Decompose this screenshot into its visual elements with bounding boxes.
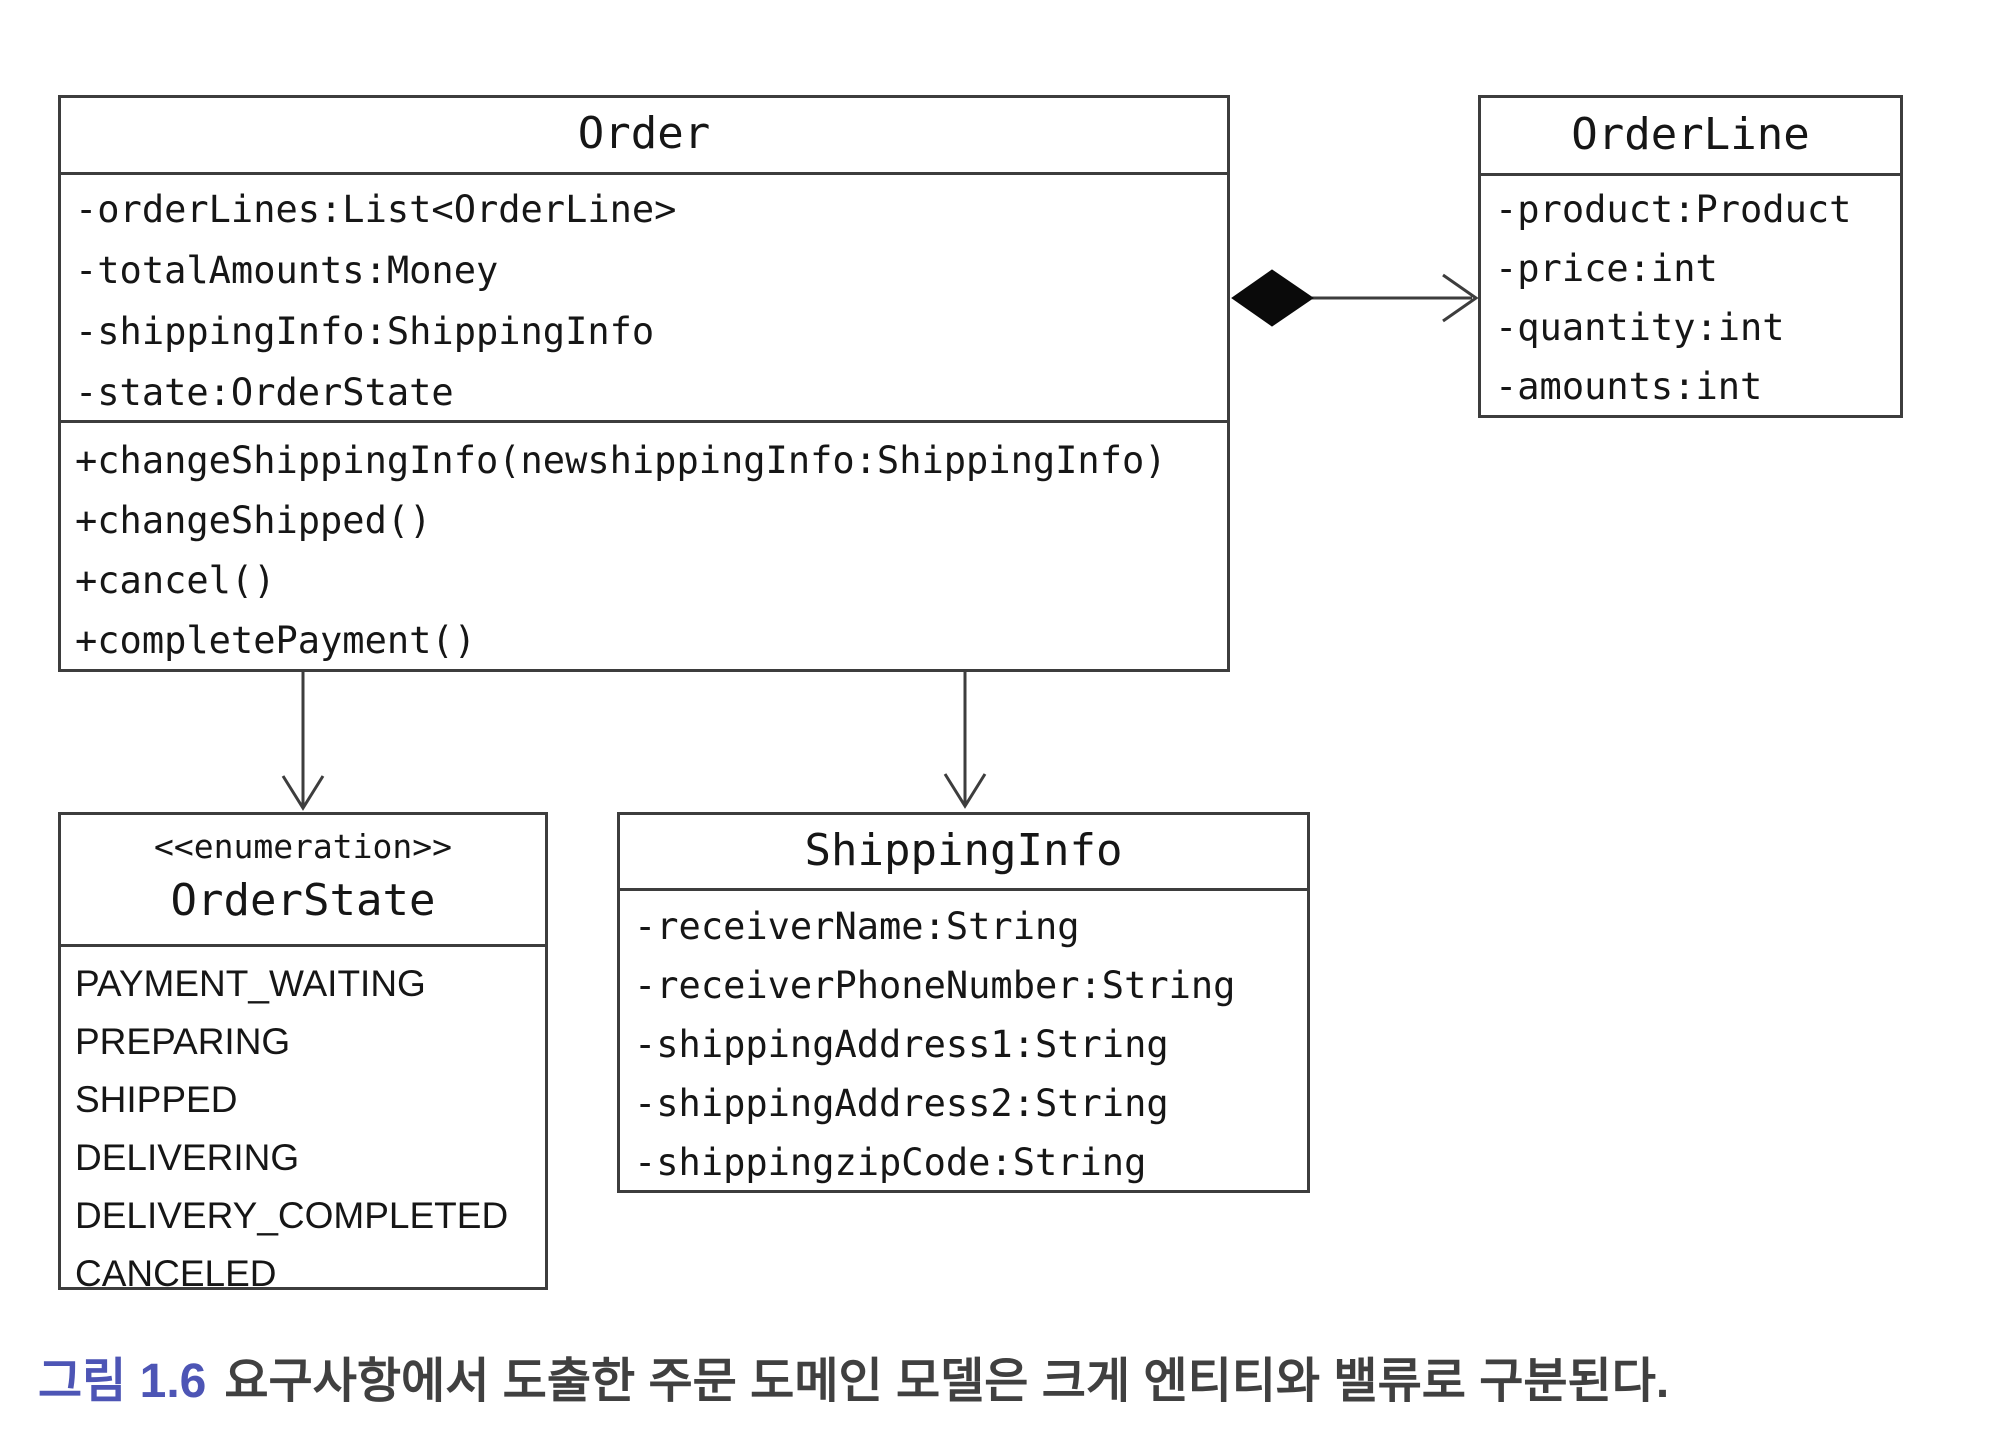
method-row: +changeShippingInfo(newshippingInfo:Ship…	[75, 439, 1167, 482]
class-shippinginfo: ShippingInfo -receiverName:String-receiv…	[617, 812, 1310, 1193]
figure-caption-label: 그림 1.6	[38, 1355, 207, 1408]
arrowhead-icon-orderstate	[281, 775, 325, 811]
class-order-attributes: -orderLines:List<OrderLine> -totalAmounts…	[61, 175, 1227, 420]
attribute-row: -shippingAddress2:String	[634, 1082, 1169, 1125]
enum-orderstate-header: <<enumeration>> OrderState	[61, 821, 545, 947]
attribute-row: -product:Product	[1495, 188, 1852, 231]
class-orderline: OrderLine -product:Product -price:int -qua…	[1478, 95, 1903, 418]
attribute-row: -receiverName:String	[634, 905, 1080, 948]
attribute-row: -receiverPhoneNumber:String	[634, 964, 1236, 1007]
enum-orderstate-values: PAYMENT_WAITING PREPARING SHIPPED DELIVERIN…	[61, 947, 545, 1296]
composition-diamond-icon	[1231, 269, 1314, 327]
class-shippinginfo-attributes: -receiverName:String -receiverPhoneNumber…	[620, 891, 1307, 1190]
enum-value-row: PREPARING	[75, 1021, 291, 1062]
arrowhead-icon-shippinginfo	[943, 773, 987, 809]
arrowhead-icon-orderline	[1442, 273, 1479, 323]
enum-stereotype: <<enumeration>>	[153, 827, 452, 866]
attribute-row: -quantity:int	[1495, 306, 1785, 349]
enum-value-row: PAYMENT_WAITING	[75, 963, 426, 1004]
attribute-row: -shippingInfo:ShippingInfo	[75, 310, 655, 353]
figure-caption: 그림 1.6 요구사항에서 도출한 주문 도메인 모델은 크게 엔티티와 밸류로 …	[38, 1352, 1669, 1412]
attribute-row: -state:OrderState	[75, 371, 454, 414]
enum-orderstate: <<enumeration>> OrderState PAYMENT_WAITI…	[58, 812, 548, 1294]
attribute-row: -shippingzipCode:String	[634, 1141, 1147, 1184]
enum-value-row: SHIPPED	[75, 1079, 238, 1120]
class-shippinginfo-title: ShippingInfo	[620, 815, 1307, 891]
method-row: +changeShipped()	[75, 499, 432, 542]
attribute-row: -totalAmounts:Money	[75, 249, 499, 292]
attribute-row: -shippingAddress1:String	[634, 1023, 1169, 1066]
class-orderline-attributes: -product:Product -price:int -quantity:int -…	[1481, 176, 1900, 415]
class-order-title: Order	[61, 98, 1227, 175]
method-row: +cancel()	[75, 559, 276, 602]
method-row: +completePayment()	[75, 619, 476, 662]
class-order: Order -orderLines:List<OrderLine> -totalA…	[58, 95, 1230, 672]
enum-value-row: CANCELED	[75, 1253, 277, 1294]
class-order-methods: +changeShippingInfo(newshippingInfo:Ship…	[61, 420, 1227, 669]
enum-orderstate-title: OrderState	[170, 875, 436, 926]
figure-caption-text: 요구사항에서 도출한 주문 도메인 모델은 크게 엔티티와 밸류로 구분된다.	[224, 1355, 1670, 1408]
enum-value-row: DELIVERING	[75, 1137, 300, 1178]
attribute-row: -orderLines:List<OrderLine>	[75, 188, 677, 231]
class-orderline-title: OrderLine	[1481, 98, 1900, 176]
attribute-row: -amounts:int	[1495, 365, 1763, 408]
attribute-row: -price:int	[1495, 247, 1718, 290]
enum-value-row: DELIVERY_COMPLETED	[75, 1195, 509, 1236]
